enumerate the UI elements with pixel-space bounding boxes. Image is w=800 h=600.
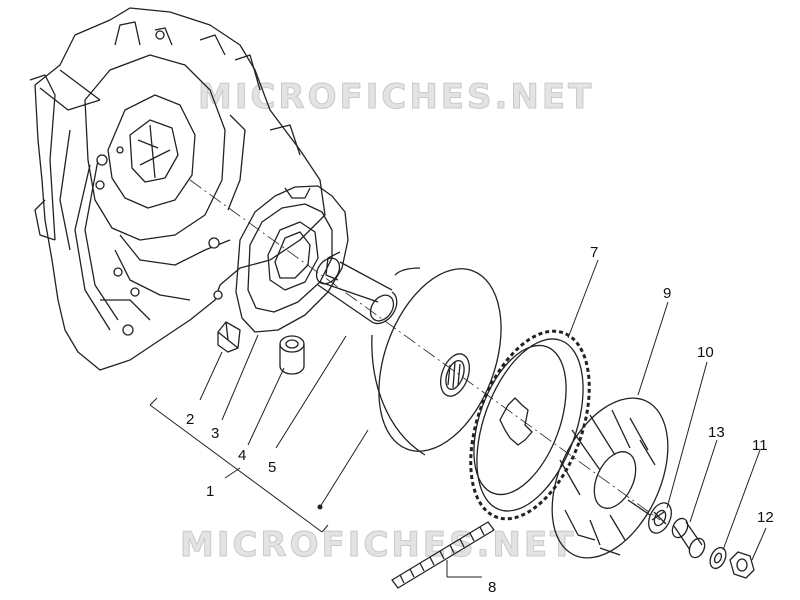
part-6-pulley-face [371,267,502,456]
callout-4: 4 [238,447,247,464]
crankcase-housing [29,7,326,371]
part-4-bush [279,335,305,375]
callout-10: 10 [697,344,714,361]
axis-line [189,179,661,521]
callout-8: 8 [488,579,497,596]
callout-1: 1 [206,483,215,500]
part-5-sleeve [315,257,398,325]
callout-11: 11 [752,437,768,454]
watermark-top: MICROFICHES.NET [197,77,595,117]
part-2-slider [217,321,241,353]
part-11-washer [709,546,727,570]
part-7-gear [469,329,591,521]
callout-9: 9 [663,285,672,302]
part-13-spacer [671,517,706,559]
part-10-bearing [648,502,672,534]
part-12-nut [729,551,755,579]
watermark-bottom: MICROFICHES.NET [179,525,577,565]
callout-2: 2 [186,411,195,428]
callout-7: 7 [590,244,599,261]
part-8-belt-strip [391,521,495,589]
callout-13: 13 [708,424,725,441]
callout-3: 3 [211,425,220,442]
part-3-ramp-plate [235,185,349,333]
part-9-drive-face [551,397,669,559]
callout-12: 12 [757,509,774,526]
leader-lines [149,259,767,578]
callout-5: 5 [268,459,277,476]
